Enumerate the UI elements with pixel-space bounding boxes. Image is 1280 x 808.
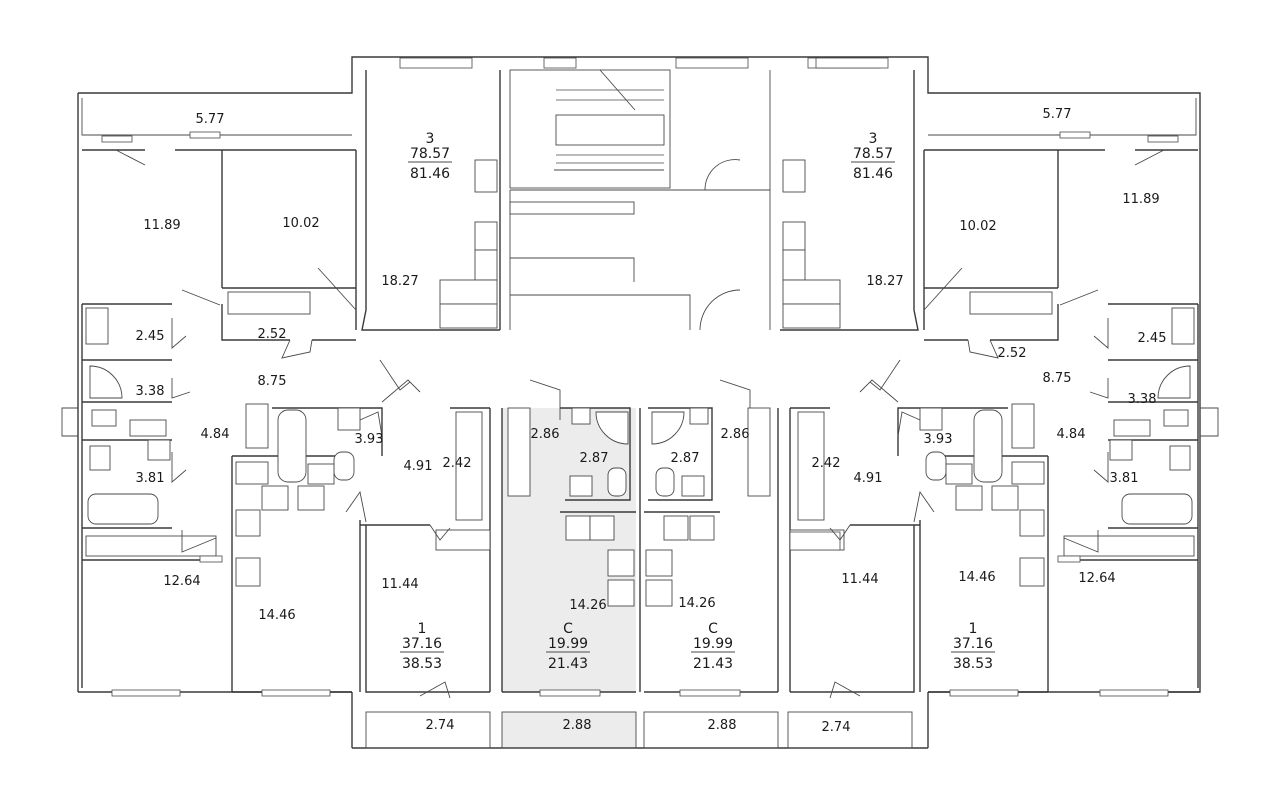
room-area: 2.42 xyxy=(443,456,472,471)
svg-text:3: 3 xyxy=(869,131,878,147)
room-area: 10.02 xyxy=(282,216,319,231)
svg-text:19.99: 19.99 xyxy=(548,636,588,652)
studio-fixtures xyxy=(507,57,889,697)
room-area: 8.75 xyxy=(1043,371,1072,386)
room-area: 2.52 xyxy=(258,327,287,342)
room-area: 11.89 xyxy=(143,218,180,233)
room-area: 2.88 xyxy=(563,718,592,733)
svg-text:С: С xyxy=(708,621,718,637)
room-area: 4.84 xyxy=(1057,427,1086,442)
svg-text:37.16: 37.16 xyxy=(402,636,442,652)
room-area: 4.91 xyxy=(404,459,433,474)
room-area: 3.93 xyxy=(355,432,384,447)
room-area: 2.86 xyxy=(721,427,750,442)
room-area: 11.89 xyxy=(1122,192,1159,207)
svg-text:1: 1 xyxy=(418,621,427,637)
room-area: 14.26 xyxy=(569,598,606,613)
svg-text:37.16: 37.16 xyxy=(953,636,993,652)
room-area: 2.52 xyxy=(998,346,1027,361)
stair-core xyxy=(509,69,771,331)
room-area: 2.87 xyxy=(671,451,700,466)
svg-text:81.46: 81.46 xyxy=(853,166,893,182)
svg-text:38.53: 38.53 xyxy=(402,656,442,672)
room-area: 2.45 xyxy=(1138,331,1167,346)
apartment-label-1-right: 1 37.16 38.53 xyxy=(951,621,995,672)
svg-text:19.99: 19.99 xyxy=(693,636,733,652)
room-area: 3.93 xyxy=(924,432,953,447)
interior-walls-left xyxy=(81,70,501,693)
room-area: 3.81 xyxy=(1110,471,1139,486)
room-area: 4.91 xyxy=(854,471,883,486)
svg-text:21.43: 21.43 xyxy=(693,656,733,672)
room-area: 11.44 xyxy=(381,577,418,592)
room-area: 11.44 xyxy=(841,572,878,587)
apartment-label-3-left: 3 78.57 81.46 xyxy=(408,131,452,182)
room-area: 12.64 xyxy=(163,574,200,589)
room-area: 3.81 xyxy=(136,471,165,486)
room-area: 12.64 xyxy=(1078,571,1115,586)
room-area: 2.45 xyxy=(136,329,165,344)
apartment-label-c-left: С 19.99 21.43 xyxy=(546,621,590,672)
room-area: 2.74 xyxy=(822,720,851,735)
room-area: 2.74 xyxy=(426,718,455,733)
room-area-labels: 5.77 11.89 10.02 18.27 2.45 2.52 3.38 8.… xyxy=(136,107,1167,735)
room-area: 2.88 xyxy=(708,718,737,733)
room-area: 18.27 xyxy=(381,274,418,289)
room-area: 2.86 xyxy=(531,427,560,442)
svg-text:1: 1 xyxy=(969,621,978,637)
svg-text:78.57: 78.57 xyxy=(410,146,450,162)
apartment-label-c-right: С 19.99 21.43 xyxy=(691,621,735,672)
room-area: 14.26 xyxy=(678,596,715,611)
room-area: 18.27 xyxy=(866,274,903,289)
room-area: 3.38 xyxy=(136,384,165,399)
room-area: 5.77 xyxy=(1043,107,1072,122)
room-area: 14.46 xyxy=(258,608,295,623)
room-area: 3.38 xyxy=(1128,392,1157,407)
svg-text:С: С xyxy=(563,621,573,637)
apartment-label-1-left: 1 37.16 38.53 xyxy=(400,621,444,672)
fixtures-left xyxy=(85,57,498,699)
svg-text:38.53: 38.53 xyxy=(953,656,993,672)
interior-walls-right xyxy=(780,57,1199,699)
room-area: 2.87 xyxy=(580,451,609,466)
room-area: 4.84 xyxy=(201,427,230,442)
room-area: 10.02 xyxy=(959,219,996,234)
svg-text:81.46: 81.46 xyxy=(410,166,450,182)
room-area: 8.75 xyxy=(258,374,287,389)
room-area: 14.46 xyxy=(958,570,995,585)
svg-text:78.57: 78.57 xyxy=(853,146,893,162)
room-area: 2.42 xyxy=(812,456,841,471)
room-area: 5.77 xyxy=(196,112,225,127)
svg-text:3: 3 xyxy=(426,131,435,147)
svg-text:21.43: 21.43 xyxy=(548,656,588,672)
apartment-label-3-right: 3 78.57 81.46 xyxy=(851,131,895,182)
